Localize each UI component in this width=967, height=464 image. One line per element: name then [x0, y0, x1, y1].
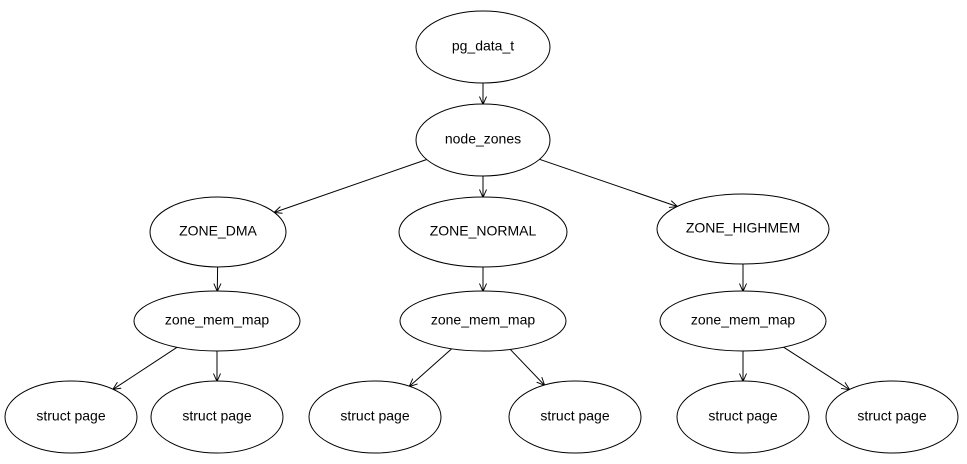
- node-label: struct page: [540, 408, 609, 424]
- edge-node_zones-to-zone_dma: [274, 159, 427, 213]
- edge-node_zones-to-zone_highmem: [539, 158, 678, 206]
- node-pg-data-t: pg_data_t: [415, 10, 551, 84]
- node-label: zone_mem_map: [431, 312, 535, 328]
- edge-zmm_dma-to-sp_dma_1: [113, 346, 178, 389]
- node-label: struct page: [340, 408, 409, 424]
- node-shape: [308, 380, 442, 454]
- node-sp-normal-1: struct page: [308, 380, 442, 454]
- node-shape: [150, 380, 284, 454]
- edge-zmm_normal-to-sp_normal_1: [410, 348, 453, 387]
- node-shape: [656, 193, 830, 265]
- node-shape: [415, 10, 551, 84]
- node-shape: [133, 290, 301, 352]
- node-label: node_zones: [445, 131, 521, 147]
- node-label: ZONE_HIGHMEM: [686, 220, 800, 236]
- node-shape: [415, 103, 551, 177]
- edge-zmm_highmem-to-sp_highmem_2: [783, 346, 850, 389]
- node-node-zones: node_zones: [415, 103, 551, 177]
- edge-zmm_normal-to-sp_normal_2: [509, 348, 544, 385]
- node-shape: [659, 290, 827, 352]
- node-label: zone_mem_map: [691, 312, 795, 328]
- node-sp-normal-2: struct page: [508, 380, 642, 454]
- node-label: struct page: [708, 408, 777, 424]
- node-zmm-highmem: zone_mem_map: [659, 290, 827, 352]
- node-label: pg_data_t: [452, 38, 514, 54]
- node-zmm-normal: zone_mem_map: [399, 290, 567, 352]
- node-shape: [149, 196, 287, 268]
- node-shape: [399, 290, 567, 352]
- node-label: zone_mem_map: [165, 312, 269, 328]
- node-label: struct page: [857, 408, 926, 424]
- node-sp-dma-2: struct page: [150, 380, 284, 454]
- node-shape: [398, 196, 568, 268]
- node-zmm-dma: zone_mem_map: [133, 290, 301, 352]
- node-label: ZONE_DMA: [179, 223, 257, 239]
- node-label: struct page: [36, 408, 105, 424]
- node-zone-dma: ZONE_DMA: [149, 196, 287, 268]
- node-label: struct page: [182, 408, 251, 424]
- node-sp-highmem-2: struct page: [825, 380, 959, 454]
- node-zone-highmem: ZONE_HIGHMEM: [656, 193, 830, 265]
- node-label: ZONE_NORMAL: [430, 223, 537, 239]
- node-shape: [508, 380, 642, 454]
- node-sp-highmem-1: struct page: [676, 380, 810, 454]
- edges-layer: [113, 83, 849, 390]
- node-zone-normal: ZONE_NORMAL: [398, 196, 568, 268]
- node-shape: [825, 380, 959, 454]
- node-shape: [4, 380, 138, 454]
- node-sp-dma-1: struct page: [4, 380, 138, 454]
- node-shape: [676, 380, 810, 454]
